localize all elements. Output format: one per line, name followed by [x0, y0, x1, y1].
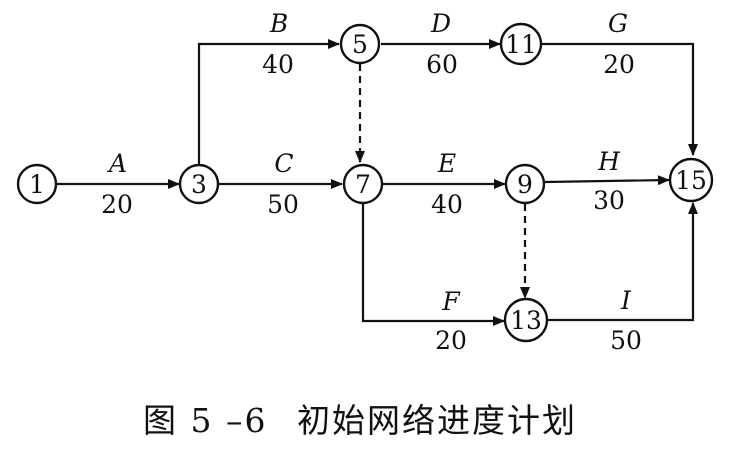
node-1: 1	[16, 163, 58, 205]
activity-name-c: C	[274, 149, 293, 178]
node-15: 15	[668, 157, 714, 203]
node-label-11: 11	[505, 30, 537, 59]
edge-f	[361, 204, 505, 326]
activity-duration-f: 20	[435, 326, 467, 355]
activity-name-g: G	[608, 9, 628, 38]
activity-name-b: B	[269, 9, 288, 38]
activity-name-a: A	[107, 149, 127, 178]
figure-title: 初始网络进度计划	[297, 401, 577, 440]
edge-b	[197, 39, 340, 164]
activity-name-e: E	[437, 149, 456, 178]
node-label-1: 1	[29, 170, 45, 199]
activity-duration-c: 50	[267, 190, 299, 219]
edge-i	[548, 202, 698, 322]
activity-duration-h: 30	[593, 186, 625, 215]
figure-number: 图 5 –6	[143, 401, 267, 440]
activity-duration-e: 40	[431, 190, 463, 219]
edge-h	[544, 175, 670, 186]
activity-name-i: I	[620, 286, 632, 315]
node-label-5: 5	[352, 30, 368, 59]
node-3: 3	[178, 163, 220, 205]
node-11: 11	[499, 22, 543, 66]
node-label-9: 9	[517, 170, 533, 199]
node-label-15: 15	[675, 166, 707, 195]
node-13: 13	[503, 297, 549, 343]
activity-name-d: D	[430, 9, 451, 38]
activity-duration-d: 60	[426, 50, 458, 79]
node-5: 5	[339, 23, 381, 65]
activity-name-h: H	[597, 147, 621, 176]
activity-name-f: F	[441, 287, 461, 316]
node-label-13: 13	[510, 306, 542, 335]
activity-duration-b: 40	[262, 50, 294, 79]
node-label-3: 3	[191, 170, 207, 199]
activity-duration-a: 20	[101, 190, 133, 219]
node-9: 9	[504, 163, 546, 205]
edge-g	[542, 42, 698, 156]
activity-duration-g: 20	[603, 50, 635, 79]
activity-duration-i: 50	[610, 326, 642, 355]
node-7: 7	[342, 163, 384, 205]
node-label-7: 7	[355, 170, 371, 199]
